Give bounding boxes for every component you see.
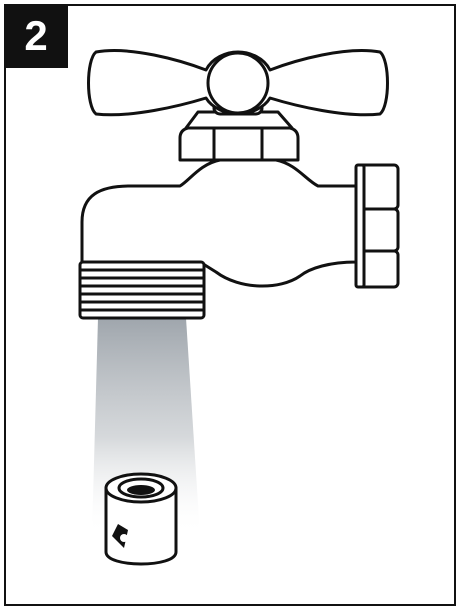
step-number-badge: 2	[4, 4, 68, 68]
faucet-icon	[78, 49, 400, 320]
screen-washer-icon	[104, 472, 178, 566]
